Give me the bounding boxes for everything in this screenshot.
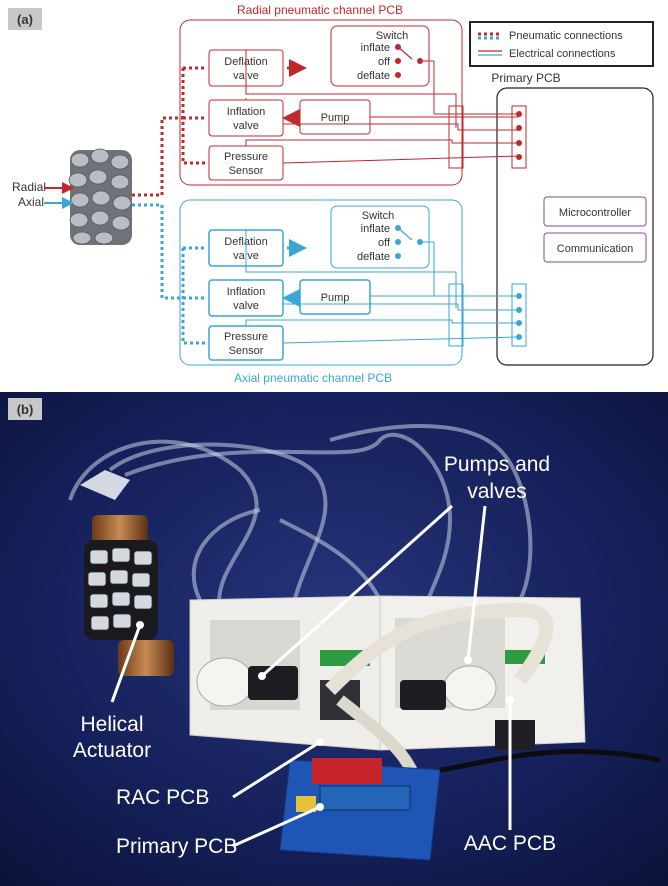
primary-pcb-photo xyxy=(279,758,441,861)
radial-pressure-sensor-label-2: Sensor xyxy=(229,165,264,177)
helical-actuator-label-2: Actuator xyxy=(73,739,151,762)
primary-pcb-box xyxy=(496,87,654,366)
axial-switch-inflate: inflate xyxy=(361,223,390,235)
panel-a-tag: (a) xyxy=(17,12,33,27)
axial-pneumatic-lines xyxy=(132,203,300,345)
panel-b-tag-box xyxy=(8,398,42,420)
tubing xyxy=(68,424,533,621)
helical-actuator-image xyxy=(68,148,132,245)
axial-inflation-valve-label-2: valve xyxy=(233,300,259,312)
microcontroller-label: Microcontroller xyxy=(559,207,631,219)
ribbon-cable-1 xyxy=(325,602,554,695)
primary-pcb-title: Primary PCB xyxy=(491,71,560,85)
radial-pcb-box xyxy=(179,19,463,186)
axial-pressure-sensor-label-2: Sensor xyxy=(229,345,264,357)
helical-actuator-photo xyxy=(80,470,174,676)
enclosure-aac xyxy=(379,595,586,751)
communication-box xyxy=(543,232,647,263)
axial-switch xyxy=(330,205,430,269)
panel-a-tag-box xyxy=(8,8,42,30)
axial-pressure-sensor-label-1: Pressure xyxy=(224,331,268,343)
radial-channel: Deflation valve Inflation valve Pump Pre… xyxy=(208,25,435,181)
radial-switch-deflate: deflate xyxy=(357,70,390,82)
helical-actuator-label-1: Helical xyxy=(80,713,143,736)
radial-input-label: Radial xyxy=(12,180,46,194)
enclosure-rac xyxy=(189,595,381,751)
pumps-valves-label-2: valves xyxy=(467,480,527,503)
axial-inflation-valve-label-1: Inflation xyxy=(227,286,266,298)
axial-switch-title: Switch xyxy=(362,210,394,222)
axial-electrical-lines xyxy=(245,230,527,347)
axial-pcb-title: Axial pneumatic channel PCB xyxy=(234,371,392,385)
radial-inflation-valve-label-1: Inflation xyxy=(227,106,266,118)
axial-switch-off: off xyxy=(378,237,391,249)
axial-switch-deflate: deflate xyxy=(357,251,390,263)
radial-electrical-lines xyxy=(245,50,527,169)
radial-switch-inflate: inflate xyxy=(361,42,390,54)
microcontroller-box xyxy=(543,196,647,227)
pumps-valves-label-1: Pumps and xyxy=(444,453,550,476)
radial-switch-title: Switch xyxy=(376,30,408,42)
radial-pressure-sensor-label-1: Pressure xyxy=(224,151,268,163)
axial-input-label: Axial xyxy=(18,195,44,209)
panel-b: (b) xyxy=(0,392,668,886)
aac-pcb-label: AAC PCB xyxy=(464,832,556,855)
axial-pcb-box xyxy=(179,199,463,366)
radial-switch xyxy=(330,25,430,87)
legend-pneumatic-label: Pneumatic connections xyxy=(509,30,623,42)
axial-pump-label: Pump xyxy=(321,292,350,304)
axial-channel: Deflation valve Inflation valve Pump Pre… xyxy=(208,205,435,361)
radial-switch-off: off xyxy=(378,56,391,68)
legend: Pneumatic connections Electrical connect… xyxy=(469,21,654,67)
rac-pcb-label: RAC PCB xyxy=(116,786,209,809)
radial-pump-label: Pump xyxy=(321,112,350,124)
primary-pcb-photo-label: Primary PCB xyxy=(116,835,237,858)
power-cable xyxy=(439,748,661,773)
panel-b-tag: (b) xyxy=(17,402,34,417)
radial-pcb-title: Radial pneumatic channel PCB xyxy=(237,3,403,17)
legend-electrical-label: Electrical connections xyxy=(509,48,616,60)
annotation-leaders xyxy=(110,504,512,848)
annotation-dots xyxy=(136,621,514,811)
axial-pump xyxy=(299,279,371,315)
radial-inflation-valve-label-2: valve xyxy=(233,120,259,132)
communication-label: Communication xyxy=(557,243,633,255)
legend-box xyxy=(469,21,654,67)
panel-a: (a) Radial pneumatic channel PCB Axial p… xyxy=(8,3,654,385)
